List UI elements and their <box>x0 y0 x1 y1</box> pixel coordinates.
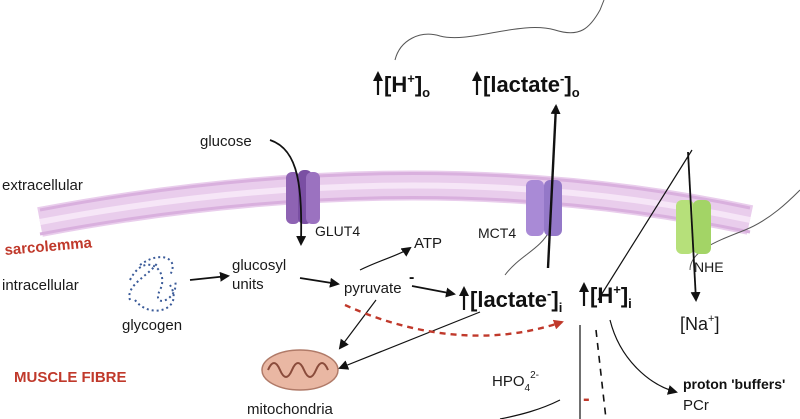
label-glut4: GLUT4 <box>315 223 360 239</box>
label-atp: ATP <box>414 235 442 252</box>
cell-outline-top <box>394 0 605 61</box>
label-glucose: glucose <box>200 133 252 150</box>
label-mitochondria: mitochondria <box>247 401 334 418</box>
mct4-efflux-arrow <box>546 104 561 269</box>
glucose-arrow <box>269 139 307 246</box>
label-muscle-fibre: MUSCLE FIBRE <box>14 369 127 386</box>
red-dashed-arrow <box>344 303 564 337</box>
hpo4-arrow <box>499 399 561 419</box>
label-intracellular: intracellular <box>2 277 79 294</box>
glycogen-icon <box>128 256 177 312</box>
pyruvate-to-atp-arrow <box>359 246 412 271</box>
label-pyruvate-charge: - <box>409 269 414 286</box>
label-mct4: MCT4 <box>478 225 516 241</box>
nhe-transporter <box>676 200 711 254</box>
label-lactate-o: [lactate-]o <box>483 71 580 100</box>
nhe-na-arrow <box>687 151 701 302</box>
h-to-nhe-arrow <box>597 149 693 301</box>
label-nhe: NHE <box>694 259 724 275</box>
glycogen-to-glucosyl-arrow <box>189 271 230 282</box>
mitochondria-icon <box>261 349 339 391</box>
pyruvate-to-lactate-arrow <box>411 285 456 298</box>
label-pcr: PCr <box>683 397 709 414</box>
label-extracellular: extracellular <box>2 177 83 194</box>
lactate-to-mito-arrow <box>338 311 481 370</box>
label-glycogen: glycogen <box>122 317 182 334</box>
h-to-buffers-arrow <box>609 319 678 395</box>
cell-outline-right <box>689 189 800 271</box>
label-lactate-i: [lactate-]i <box>470 286 562 315</box>
h-dashed-arrow <box>595 329 607 419</box>
label-h-i: [H+]i <box>590 282 632 311</box>
label-sarcolemma: sarcolemma <box>4 234 93 259</box>
label-h-o: [H+]o <box>384 71 430 100</box>
pyruvate-to-mito-arrow <box>338 299 377 350</box>
glucosyl-to-pyruvate-arrow <box>299 277 340 288</box>
label-glucosyl: glucosyl <box>232 257 286 274</box>
sarcolemma-membrane <box>37 170 754 237</box>
label-proton-buffers: proton 'buffers' <box>683 376 785 392</box>
glut4-transporter <box>286 170 320 224</box>
label-pyruvate: pyruvate <box>344 280 402 297</box>
label-red-minus: - <box>583 388 590 410</box>
label-hpo4: HPO42- <box>492 370 539 394</box>
label-na: [Na+] <box>680 313 719 334</box>
mct4-transporter <box>526 180 562 236</box>
label-units: units <box>232 276 264 293</box>
